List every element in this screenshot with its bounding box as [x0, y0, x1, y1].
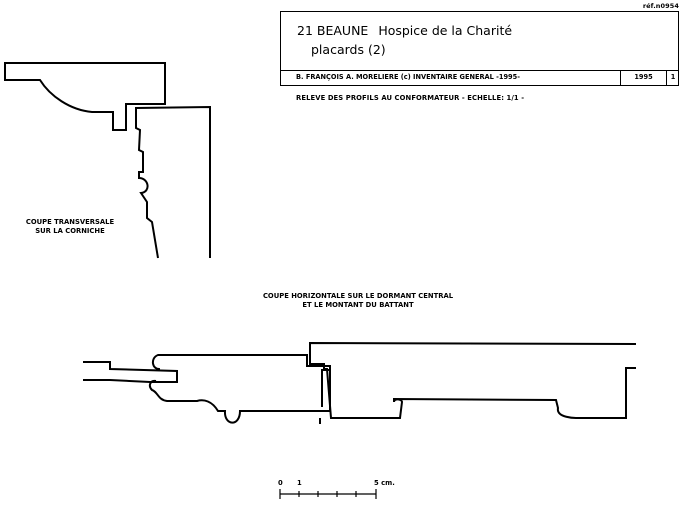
cornice-profile: [4, 62, 211, 259]
survey-subtitle: RELEVE DES PROFILS AU CONFORMATEUR - ECH…: [296, 94, 525, 102]
building-name: Hospice de la Charité: [378, 23, 513, 38]
central-frame-outline: [83, 361, 178, 383]
scale-label-five: 5 cm.: [374, 479, 395, 487]
scale-bar: [279, 489, 377, 499]
cartouche-strip: B. FRANÇOIS A. MORELIERE (c) INVENTAIRE …: [281, 70, 678, 85]
scale-ticks: [279, 489, 377, 499]
sheet-number: 1: [670, 73, 676, 81]
frame-stile-outline: [135, 105, 211, 259]
town-name: BEAUNE: [316, 23, 369, 38]
object-name: placards (2): [311, 42, 386, 57]
leaf-stile-outline: [309, 341, 637, 419]
authors-credit: B. FRANÇOIS A. MORELIERE (c) INVENTAIRE …: [296, 73, 520, 81]
frame-body-outline: [148, 354, 331, 424]
scale-label-one: 1: [297, 479, 302, 487]
department-number: 21: [297, 23, 313, 38]
horizontal-section-caption: COUPE HORIZONTALE SUR LE DORMANT CENTRAL…: [262, 292, 454, 309]
horizontal-profile: [83, 341, 637, 424]
title-cartouche: 21 BEAUNE Hospice de la Charité placards…: [280, 11, 679, 86]
cornice-moulding-outline: [4, 62, 166, 131]
cornice-section-caption: COUPE TRANSVERSALE SUR LA CORNICHE: [25, 218, 115, 235]
cartouche-title: 21 BEAUNE Hospice de la Charité placards…: [297, 21, 512, 59]
scale-label-zero: 0: [278, 479, 283, 487]
year-cell: 1995: [620, 71, 667, 85]
reference-number: réf.n0954: [642, 2, 679, 10]
